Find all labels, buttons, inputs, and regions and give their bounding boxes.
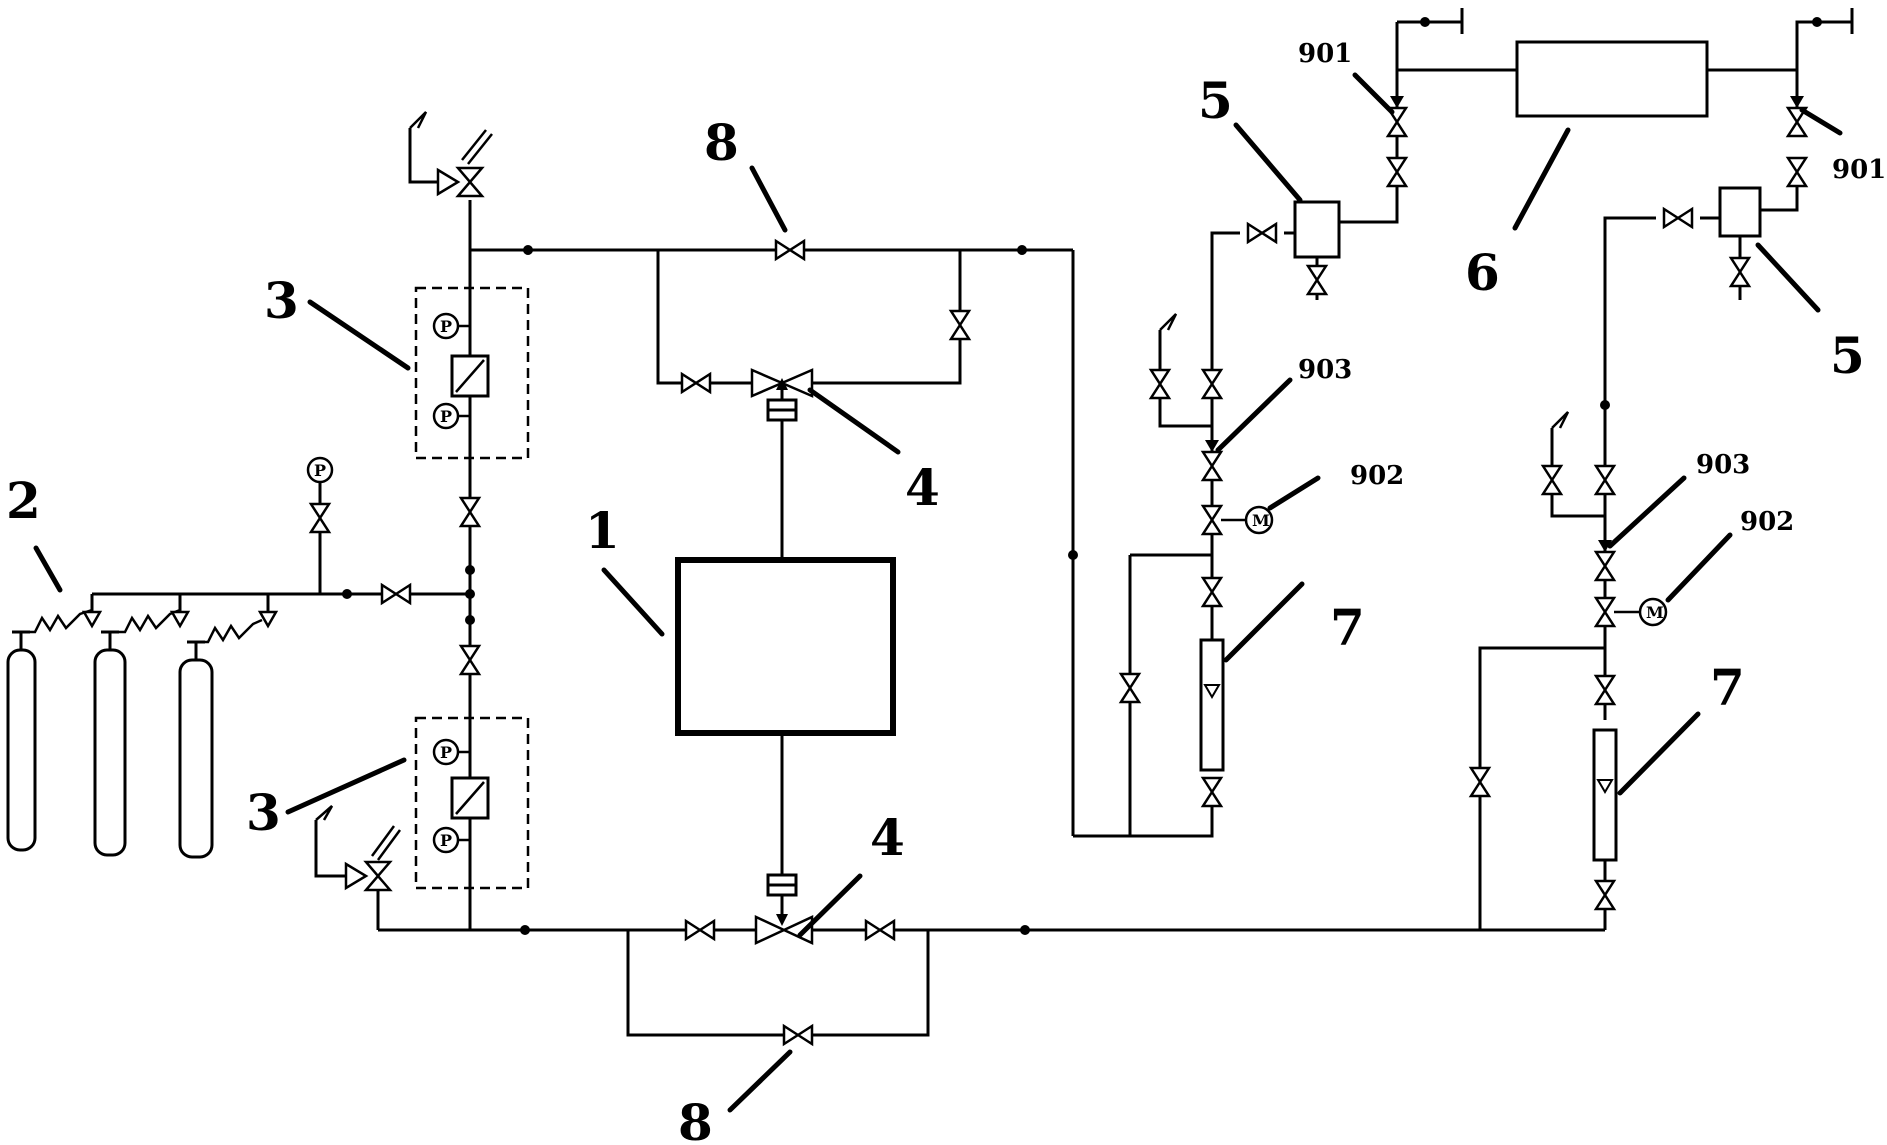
label-flowmeter-b: 7: [1710, 658, 1745, 717]
branch-b-filter-inlet-valve: [1662, 207, 1694, 229]
top-bypass-valve-8: [774, 239, 806, 261]
lower-control-isolation-valve-out: [864, 919, 896, 941]
analyzer-6: [1515, 40, 1709, 118]
motor-letter-b: M: [1646, 603, 1664, 622]
branch-a-bypass-valve: [1119, 672, 1141, 704]
branch-a-motor-valve: [1201, 504, 1223, 536]
left-main-line: P P P P: [408, 111, 530, 930]
label-vessel: 1: [585, 501, 620, 560]
label-upper-control-valve: 4: [905, 458, 940, 517]
supply-header: P: [92, 456, 475, 605]
branch-a-filter-inlet-valve: [1246, 222, 1278, 244]
bottom-bypass-valve-8: [782, 1024, 814, 1046]
header-isolation-valve: [380, 583, 412, 605]
label-903-b: 903: [1696, 450, 1750, 480]
branch-a: M: [1073, 8, 1517, 838]
branch-b-flowmeter-inlet-valve: [1594, 674, 1616, 706]
flowmeter-a: [1199, 638, 1225, 772]
branch-a-valve-901-lower: [1386, 156, 1408, 188]
motor-902-a: [1244, 505, 1274, 535]
branch-b-flowmeter-outlet-valve: [1594, 879, 1616, 911]
label-903-a: 903: [1298, 355, 1352, 385]
filter-b-drain-valve: [1729, 256, 1751, 288]
label-901-b: 901: [1832, 155, 1886, 185]
label-analyzer: 6: [1465, 243, 1500, 302]
lower-line-valve: [459, 644, 481, 676]
upper-control-isolation-valve: [680, 372, 712, 394]
label-filter-a: 5: [1198, 71, 1233, 130]
gas-cylinders: [6, 594, 279, 859]
cylinder-3: [178, 640, 214, 859]
lower-gauge-letter-2: P: [440, 831, 452, 850]
branch-b-valve-901-lower: [1786, 156, 1808, 188]
label-lower-regulator: 3: [246, 783, 281, 842]
label-902-a: 902: [1350, 461, 1404, 491]
label-filter-b: 5: [1830, 326, 1865, 385]
branch-a-valve-903-lower: [1201, 450, 1223, 482]
upper-line-valve: [459, 496, 481, 528]
branch-b-valve-903-lower: [1594, 550, 1616, 582]
bottom-main-line: [378, 733, 1605, 1046]
motor-902-b: [1638, 597, 1668, 627]
branch-a-flowmeter-inlet-valve: [1201, 576, 1223, 608]
cylinder-2: [93, 630, 127, 857]
header-gauge-valve: [309, 502, 331, 534]
motor-letter-a: M: [1252, 511, 1270, 530]
label-901-a: 901: [1298, 39, 1352, 69]
upper-gauge-letter-2: P: [440, 407, 452, 426]
upper-loop-valve: [949, 309, 971, 341]
top-header: [470, 239, 1078, 836]
label-flowmeter-a: 7: [1330, 598, 1365, 657]
branch-b-bypass-valve: [1469, 766, 1491, 798]
filter-5-b: [1718, 186, 1762, 238]
lower-gauge-letter-1: P: [440, 743, 452, 762]
label-902-b: 902: [1740, 507, 1794, 537]
branch-b-vent-valve: [1541, 464, 1563, 496]
label-lower-control-valve: 4: [870, 808, 905, 867]
lower-control-isolation-valve-in: [684, 919, 716, 941]
header-gauge-letter: P: [314, 461, 326, 480]
filter-5-a: [1293, 200, 1341, 259]
lower-relief-valve: [314, 805, 402, 930]
branch-b-valve-903-upper: [1594, 464, 1616, 496]
upper-gauge-letter-1: P: [440, 317, 452, 336]
label-top-bypass: 8: [704, 113, 739, 172]
label-cylinders: 2: [6, 471, 41, 530]
branch-a-valve-903-upper: [1201, 368, 1223, 400]
label-upper-regulator: 3: [264, 271, 299, 330]
label-bottom-bypass: 8: [678, 1093, 713, 1145]
cylinder-1: [6, 630, 37, 852]
branch-a-flowmeter-outlet-valve: [1201, 776, 1223, 808]
vessel: [675, 557, 896, 736]
branch-b-motor-valve: [1594, 596, 1616, 628]
leader-lines: [33, 72, 1843, 1113]
flowmeter-b: [1592, 728, 1618, 862]
branch-a-vent-valve: [1149, 368, 1171, 400]
branch-b: M: [1469, 8, 1854, 930]
filter-a-drain-valve: [1306, 264, 1328, 296]
